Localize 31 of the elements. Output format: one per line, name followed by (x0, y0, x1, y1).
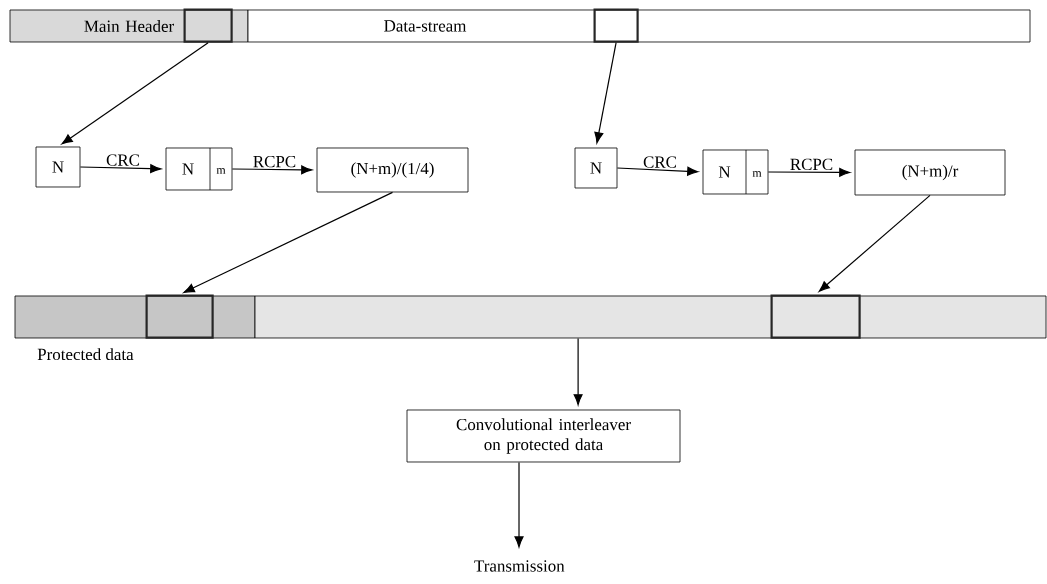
block-box: (N+m)/(1/4) (316, 147, 469, 193)
arrow (231, 165, 313, 175)
edge-label: CRC (643, 156, 676, 168)
arrow (573, 337, 583, 406)
arrow (767, 167, 851, 177)
dotted-segment (14, 295, 256, 339)
arrow (183, 191, 394, 293)
arrow (514, 461, 524, 548)
text-label: Transmission (474, 560, 565, 572)
arrow (616, 166, 699, 176)
block-box: (N+m)/r (854, 149, 1006, 196)
arrow (818, 194, 931, 292)
hatched-segment (254, 295, 1047, 339)
edge-label: CRC (106, 154, 139, 166)
arrow (61, 42, 209, 145)
block-box: N (574, 147, 618, 189)
header-segment: Main Header (9, 9, 249, 43)
arrow (79, 164, 162, 174)
block-box: N m (702, 149, 769, 195)
arrow (594, 42, 617, 144)
selection-box (145, 294, 214, 339)
data-stream-bar: Data-stream (247, 9, 1031, 43)
edge-label: RCPC (790, 158, 833, 171)
bar-label: Protected data (37, 348, 134, 361)
edge-label: RCPC (253, 155, 296, 168)
process-box: Convolutional interleaver on protected data (406, 409, 681, 463)
block-box: N m (165, 147, 233, 191)
block-box: N (35, 146, 81, 188)
selection-box (183, 8, 233, 43)
selection-box (770, 294, 861, 339)
selection-box (593, 8, 639, 43)
